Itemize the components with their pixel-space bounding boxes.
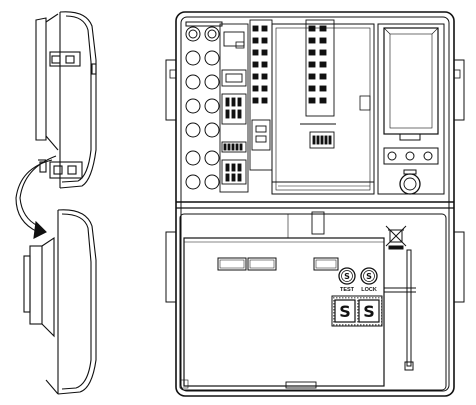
battery-compartment [377,23,445,195]
terminal-strip-2 [300,19,336,149]
knockout-column-left [185,26,201,190]
lock-label: LOCK [361,287,377,293]
enclosure-body [165,11,465,397]
crossed-out-bin-icon [385,225,407,250]
switch-block [331,295,383,327]
terminal-strip-1 [249,19,273,171]
center-connector [235,41,371,111]
lid-panel [179,211,447,391]
knockout-column-right [204,26,220,190]
locking-bar[interactable] [384,249,416,371]
mounting-plate [271,23,375,195]
lock-button-symbol: S [366,272,372,281]
test-button[interactable]: S [338,267,356,285]
cable-knockouts [185,21,223,190]
switch-right-symbol[interactable]: S [363,302,375,321]
side-view-opened-door [23,209,97,395]
lock-button[interactable]: S [360,267,378,285]
rotation-arrow-icon [15,155,57,239]
test-button-symbol: S [344,272,350,281]
side-view-closed-door [35,11,97,189]
switch-left-symbol[interactable]: S [339,302,351,321]
test-label: TEST [340,287,355,293]
terminal-module-left [219,23,249,193]
